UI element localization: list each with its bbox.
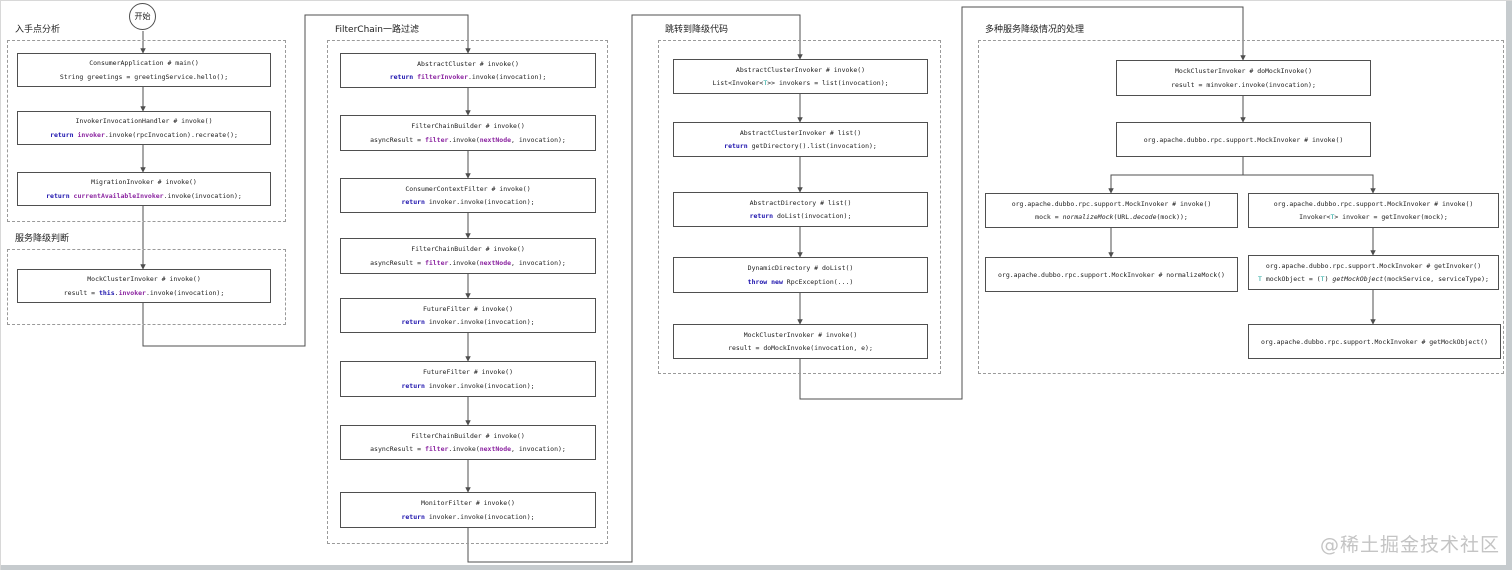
node-mockinvoker-invoke-getinvoker: org.apache.dubbo.rpc.support.MockInvoker… <box>1248 193 1499 228</box>
node-title: MockClusterInvoker # doMockInvoke() <box>1175 67 1312 75</box>
node-invokerinvocationhandler-invoke: InvokerInvocationHandler # invoke() retu… <box>17 111 271 145</box>
node-title: InvokerInvocationHandler # invoke() <box>75 117 213 126</box>
group-degrade-judgement <box>7 249 286 325</box>
group-label: FilterChain一路过滤 <box>335 25 419 35</box>
node-consumerapplication-main: ConsumerApplication # main() String gree… <box>17 53 271 87</box>
group-jump-to-degrade-code <box>658 40 941 374</box>
start-label: 开始 <box>134 12 151 21</box>
watermark: @稀土掘金技术社区 <box>1319 534 1500 556</box>
group-label: 跳转到降级代码 <box>665 25 729 35</box>
node-abstractclusterinvoker-invoke: AbstractClusterInvoker # invoke() List<I… <box>673 59 928 94</box>
node-code: T mockObject = (T) getMockObject(mockSer… <box>1258 275 1489 284</box>
node-code: return invoker.invoke(invocation); <box>401 513 535 521</box>
node-filterchainbuilder-invoke-3: FilterChainBuilder # invoke() asyncResul… <box>340 425 596 460</box>
node-title: DynamicDirectory # doList() <box>747 264 854 272</box>
node-code: result = this.invoker.invoke(invocation)… <box>63 288 225 297</box>
node-mockinvoker-normalizemock: org.apache.dubbo.rpc.support.MockInvoker… <box>985 257 1238 292</box>
group-degrade-cases <box>978 40 1504 374</box>
node-title: MockClusterInvoker # invoke() <box>743 330 858 339</box>
group-entry-point-analysis <box>7 40 286 222</box>
node-title: org.apache.dubbo.rpc.support.MockInvoker… <box>1273 199 1474 208</box>
node-title: org.apache.dubbo.rpc.support.MockInvoker… <box>998 270 1225 279</box>
node-mockinvoker-invoke: org.apache.dubbo.rpc.support.MockInvoker… <box>1116 122 1371 157</box>
node-title: org.apache.dubbo.rpc.support.MockInvoker… <box>1143 135 1344 144</box>
node-abstractcluster-invoke: AbstractCluster # invoke() return filter… <box>340 53 596 88</box>
node-title: AbstractClusterInvoker # list() <box>739 128 862 137</box>
node-title: FutureFilter # invoke() <box>422 368 513 376</box>
node-mockclusterinvoker-domockinvoke: MockClusterInvoker # doMockInvoke() resu… <box>1116 60 1371 96</box>
start-node: 开始 <box>129 3 156 30</box>
node-code: throw new RpcException(...) <box>747 278 854 286</box>
node-code: result = minvoker.invoke(invocation); <box>1171 81 1316 89</box>
node-code: return invoker.invoke(invocation); <box>401 382 535 390</box>
node-abstractdirectory-list: AbstractDirectory # list() return doList… <box>673 192 928 227</box>
node-abstractclusterinvoker-list: AbstractClusterInvoker # list() return g… <box>673 122 928 157</box>
node-filterchainbuilder-invoke-1: FilterChainBuilder # invoke() asyncResul… <box>340 115 596 151</box>
group-label: 多种服务降级情况的处理 <box>985 25 1085 35</box>
node-migrationinvoker-invoke: MigrationInvoker # invoke() return curre… <box>17 172 271 206</box>
node-title: org.apache.dubbo.rpc.support.MockInvoker… <box>1011 199 1212 208</box>
node-code: List<Invoker<T>> invokers = list(invocat… <box>712 79 889 88</box>
node-title: ConsumerContextFilter # invoke() <box>405 184 531 193</box>
group-label: 服务降级判断 <box>15 234 70 244</box>
node-code: return invoker.invoke(invocation); <box>401 318 535 327</box>
node-code: Invoker<T> invoker = getInvoker(mock); <box>1299 213 1448 222</box>
node-title: MockClusterInvoker # invoke() <box>87 275 201 284</box>
node-code: return filterInvoker.invoke(invocation); <box>389 73 547 82</box>
node-filterchainbuilder-invoke-2: FilterChainBuilder # invoke() asyncResul… <box>340 238 596 274</box>
node-code: mock = normalizeMock(URL.decode(mock)); <box>1035 213 1188 222</box>
node-title: AbstractCluster # invoke() <box>417 59 519 68</box>
page-edge-right <box>1506 1 1512 570</box>
node-futurefilter-invoke-2: FutureFilter # invoke() return invoker.i… <box>340 361 596 397</box>
group-label: 入手点分析 <box>15 25 61 35</box>
node-code: return invoker.invoke(rpcInvocation).rec… <box>50 130 238 139</box>
node-title: FilterChainBuilder # invoke() <box>411 122 525 130</box>
node-title: ConsumerApplication # main() <box>89 59 199 68</box>
node-code: asyncResult = filter.invoke(nextNode, in… <box>370 445 566 454</box>
node-code: asyncResult = filter.invoke(nextNode, in… <box>370 259 566 267</box>
node-title: FilterChainBuilder # invoke() <box>411 245 525 253</box>
node-mockinvoker-invoke-normalize: org.apache.dubbo.rpc.support.MockInvoker… <box>985 193 1238 228</box>
node-code: return doList(invocation); <box>749 212 852 221</box>
node-title: AbstractDirectory # list() <box>749 198 852 207</box>
node-dynamicdirectory-dolist: DynamicDirectory # doList() throw new Rp… <box>673 257 928 293</box>
node-title: MonitorFilter # invoke() <box>421 499 515 507</box>
node-title: org.apache.dubbo.rpc.support.MockInvoker… <box>1265 261 1482 270</box>
node-mockclusterinvoker-invoke-degrade: MockClusterInvoker # invoke() result = d… <box>673 324 928 359</box>
node-title: FutureFilter # invoke() <box>422 304 513 313</box>
node-title: FilterChainBuilder # invoke() <box>411 431 525 440</box>
node-futurefilter-invoke-1: FutureFilter # invoke() return invoker.i… <box>340 298 596 333</box>
page-edge-bottom <box>1 565 1512 570</box>
node-title: AbstractClusterInvoker # invoke() <box>735 65 866 74</box>
node-code: asyncResult = filter.invoke(nextNode, in… <box>370 136 566 144</box>
node-code: return currentAvailableInvoker.invoke(in… <box>46 191 242 200</box>
group-filterchain <box>327 40 608 544</box>
node-title: MigrationInvoker # invoke() <box>91 178 197 187</box>
node-mockinvoker-getmockobject: org.apache.dubbo.rpc.support.MockInvoker… <box>1248 324 1501 359</box>
node-code: result = doMockInvoke(invocation, e); <box>728 344 873 353</box>
node-title: org.apache.dubbo.rpc.support.MockInvoker… <box>1261 337 1488 346</box>
node-code: return getDirectory().list(invocation); <box>724 142 877 151</box>
node-mockinvoker-getinvoker: org.apache.dubbo.rpc.support.MockInvoker… <box>1248 255 1499 290</box>
node-code: return invoker.invoke(invocation); <box>401 198 535 207</box>
node-code: String greetings = greetingService.hello… <box>59 72 229 81</box>
node-consumercontextfilter-invoke: ConsumerContextFilter # invoke() return … <box>340 178 596 213</box>
node-mockclusterinvoker-invoke: MockClusterInvoker # invoke() result = t… <box>17 269 271 303</box>
node-monitorfilter-invoke: MonitorFilter # invoke() return invoker.… <box>340 492 596 528</box>
